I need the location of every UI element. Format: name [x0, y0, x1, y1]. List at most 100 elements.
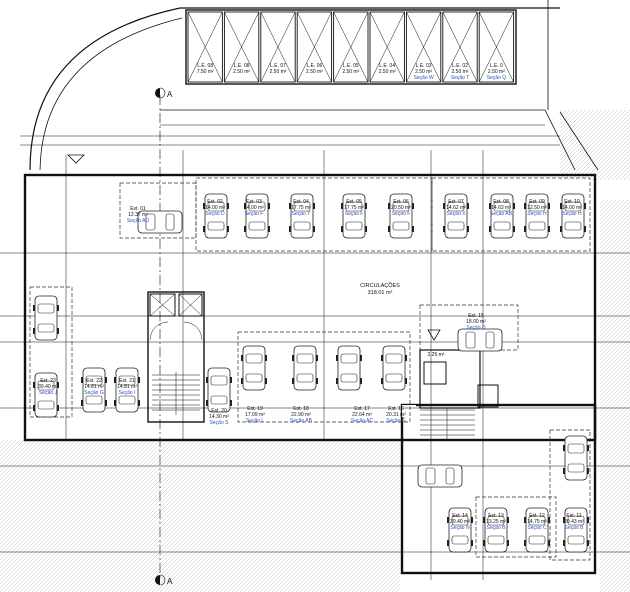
storage-box-code: L.E. 03	[416, 63, 432, 69]
hatch-area-ne	[560, 110, 630, 180]
space-area: 20.43 m²	[564, 519, 584, 525]
space-area: 14.75 m²	[527, 519, 547, 525]
section-marker-bottom: A	[155, 574, 173, 586]
space-area: 14.00 m²	[244, 205, 264, 211]
storage-box-code: L.E. 0	[490, 63, 503, 69]
storage-box-ref: Seção W	[413, 75, 434, 81]
storage-box-area: 2.50 m²	[342, 69, 359, 75]
space-ref: Seção I	[119, 390, 136, 396]
space-area: 20.50 m²	[391, 205, 411, 211]
space-name: Est. 09	[529, 199, 545, 205]
space-name: Est. 05	[346, 199, 362, 205]
space-ref: Seção D	[466, 325, 486, 331]
space-name: Est. 17	[354, 406, 370, 412]
space-ref: Seção B	[565, 525, 585, 531]
space-ref: Seção L	[246, 418, 265, 424]
space-name: Est. 20	[211, 408, 227, 414]
section-label-bottom: A	[167, 577, 173, 586]
small-area-label: 2.25 m²	[428, 352, 445, 358]
storage-box-code: L.E. 08	[197, 63, 213, 69]
space-ref: Seção N	[450, 525, 470, 531]
storage-box-area: 2.50 m²	[306, 69, 323, 75]
storage-box-code: L.E. 06	[306, 63, 322, 69]
space-name: Est. 08	[493, 199, 509, 205]
storage-box-code: L.E. 02	[452, 63, 468, 69]
space-name: Est. 14	[452, 513, 468, 519]
space-name: Est. 16	[388, 406, 404, 412]
storage-box-1: L.E. 087.50 m²	[187, 11, 223, 83]
space-ref: Seção Y	[292, 211, 311, 217]
space-name: Est. 11	[566, 513, 581, 519]
storage-box-area: 2.50 m²	[379, 69, 396, 75]
space-area: 18.00 m²	[466, 319, 486, 325]
space-ref: Seção X	[447, 211, 467, 217]
space-area: 20.31 m²	[386, 412, 406, 418]
space-name: Est. 15	[468, 313, 484, 319]
space-ref: Seção F	[245, 211, 264, 217]
space-ref: Seção AB	[290, 418, 313, 424]
space-name: Est. 07	[448, 199, 464, 205]
space-area: 14.81 m²	[117, 384, 137, 390]
space-name: Est. 19	[247, 406, 263, 412]
storage-box-area: 2.50 m²	[488, 69, 505, 75]
space-ref: Seção H	[527, 211, 547, 217]
space-area: 14.00 m²	[205, 205, 225, 211]
space-name: Est. 02	[207, 199, 223, 205]
space-name: Est. 21	[119, 378, 135, 384]
space-area: 12.37 m²	[128, 212, 148, 218]
space-ref: Seção J	[39, 390, 58, 396]
space-area: 39.40 m²	[38, 384, 58, 390]
storage-box-area: 2.50 m²	[452, 69, 469, 75]
hatch-area-sw	[0, 440, 400, 592]
section-marker-top: A	[155, 87, 173, 99]
storage-box-area: 2.50 m²	[270, 69, 287, 75]
space-name: Est. 13	[488, 513, 504, 519]
storage-box-code: L.E. 04	[379, 63, 395, 69]
space-area: 14.00 m²	[562, 205, 582, 211]
storage-box-5: L.E. 052.50 m²	[333, 11, 369, 83]
storage-box-3: L.E. 072.50 m²	[260, 11, 296, 83]
stair-core-west	[147, 291, 205, 423]
storage-box-ref: Seção T	[451, 75, 470, 81]
space-name: Est. 22	[86, 378, 102, 384]
storage-box-ref: Seção Q	[487, 75, 507, 81]
space-ref: Seção AD	[127, 218, 150, 224]
top-storage-row	[185, 9, 517, 85]
space-area: 14.62 m²	[446, 205, 466, 211]
storage-box-area: 7.50 m²	[197, 69, 214, 75]
circulation-area: 318.01 m²	[368, 290, 393, 296]
space-area: 14.63 m²	[491, 205, 511, 211]
space-ref: Seção D	[205, 211, 225, 217]
space-name: Est. 04	[293, 199, 309, 205]
building-outline	[23, 173, 597, 442]
space-name: Est. 10	[564, 199, 580, 205]
space-area: 39.40 m²	[450, 519, 470, 525]
storage-box-area: 2.50 m²	[233, 69, 250, 75]
storage-box-code: L.E. 08	[234, 63, 250, 69]
space-name: Est. 03	[246, 199, 262, 205]
ramp-curve-inner	[39, 17, 183, 171]
circulation-title: CIRCULAÇÕES	[360, 282, 400, 289]
space-area: 22.64 m²	[352, 412, 372, 418]
space-name: Est. 06	[393, 199, 409, 205]
